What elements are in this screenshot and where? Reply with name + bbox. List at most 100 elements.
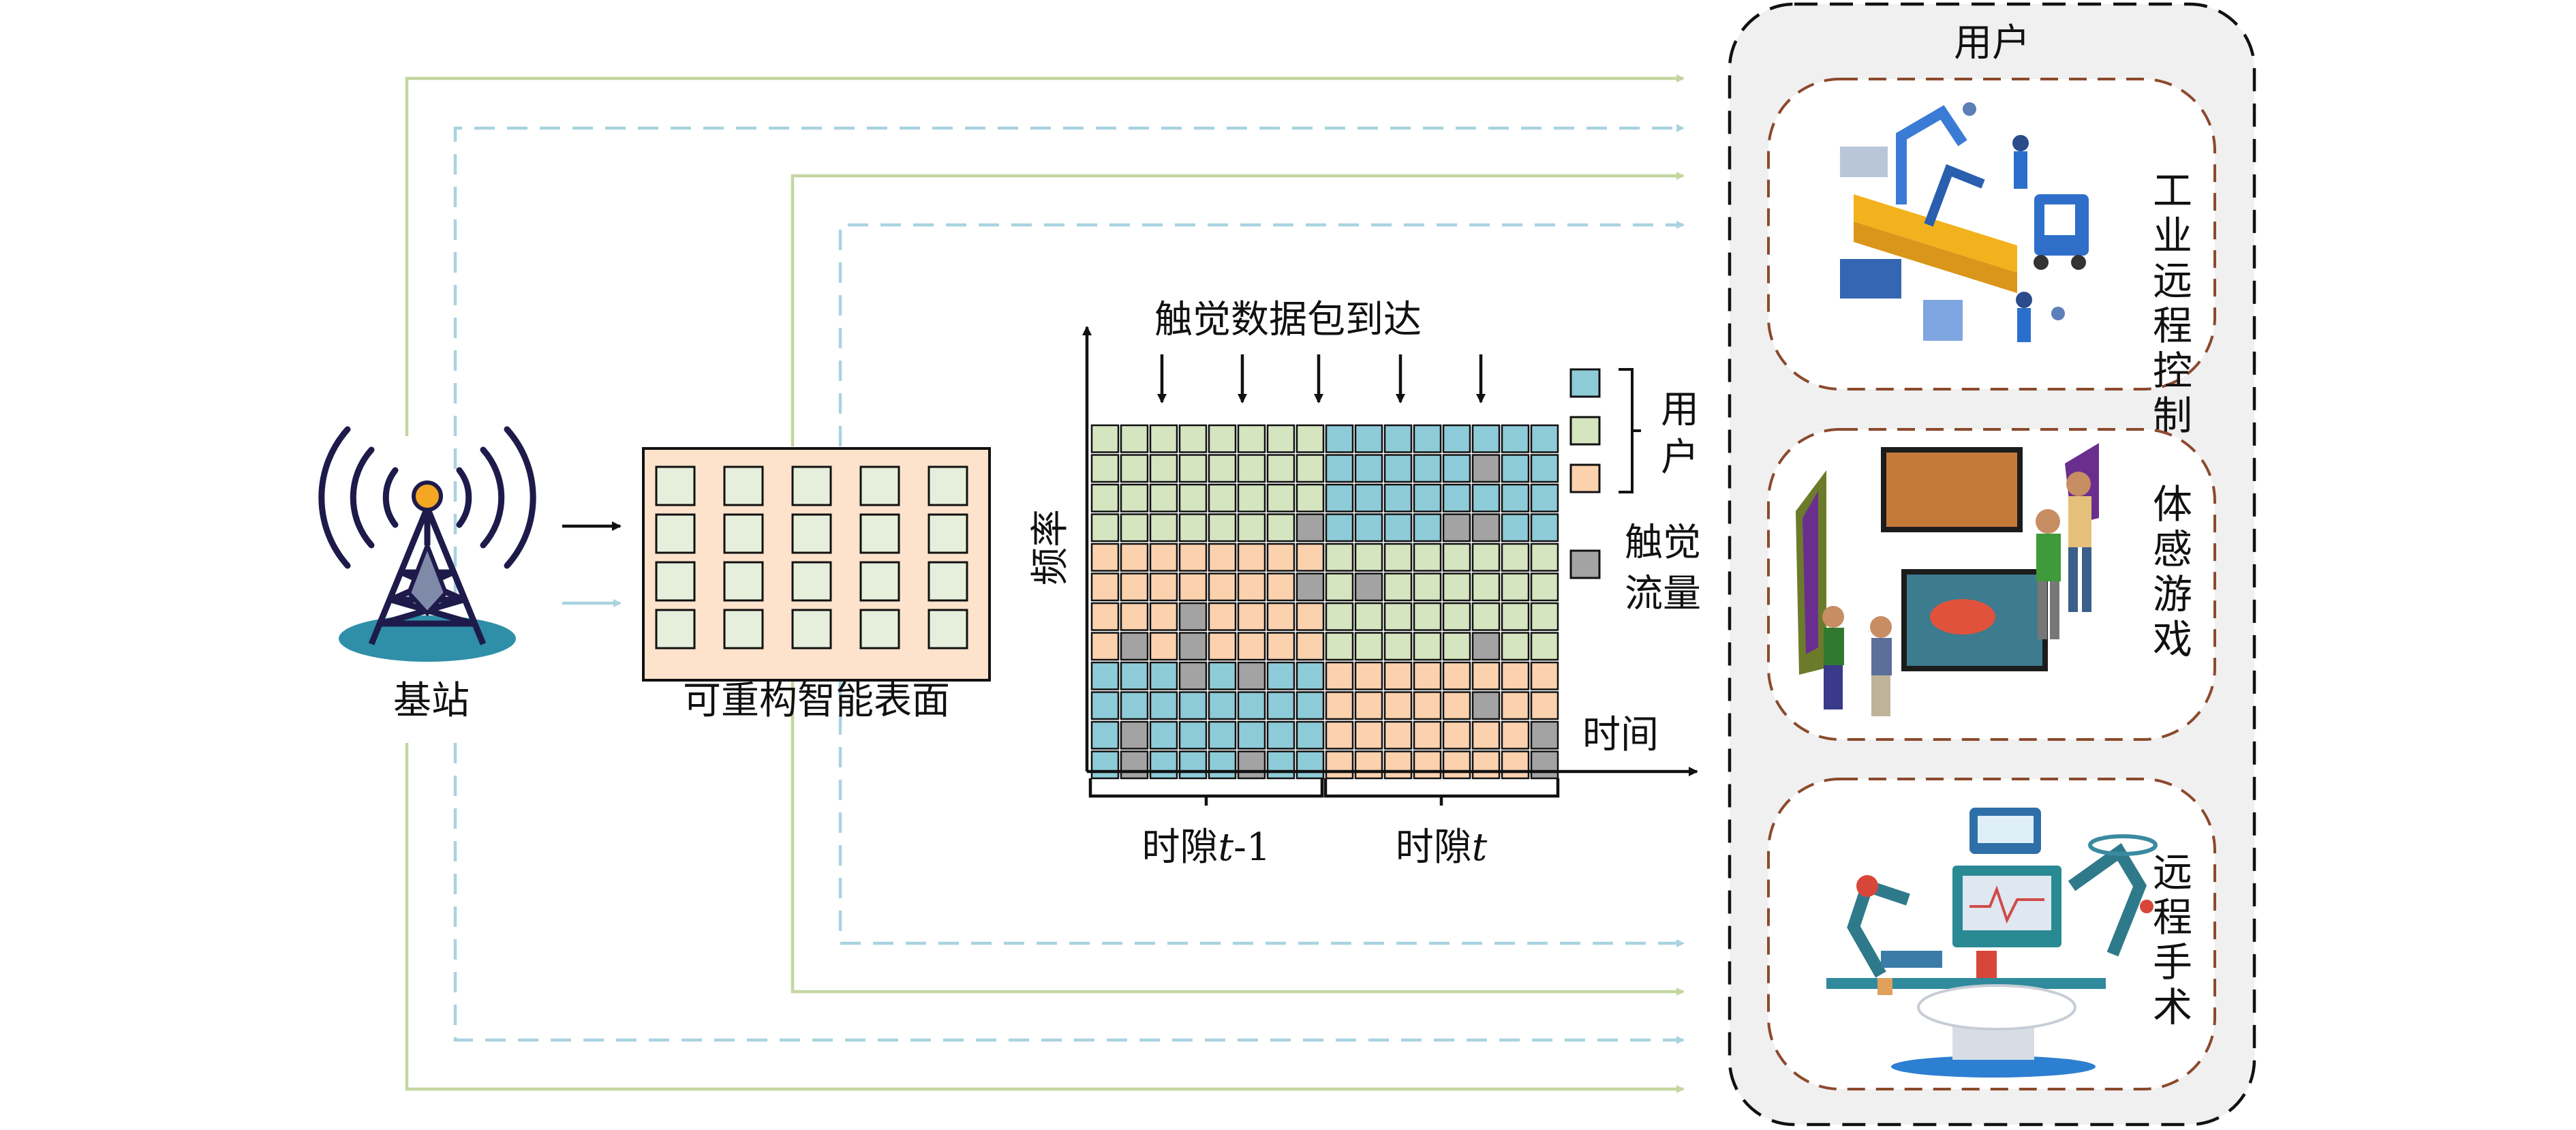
resource-cell [1295, 483, 1325, 513]
resource-cell [1501, 750, 1530, 780]
resource-cell [1383, 750, 1413, 780]
resource-cell [1090, 602, 1120, 631]
resource-cell [1442, 483, 1471, 513]
haptic-cell [1295, 513, 1325, 543]
resource-cell [1149, 661, 1178, 690]
resource-cell [1471, 720, 1501, 750]
ris-element [791, 609, 832, 650]
resource-cell [1501, 454, 1530, 483]
resource-cell [1530, 424, 1559, 453]
ris-element [927, 609, 968, 650]
resource-cell [1354, 543, 1383, 572]
resource-cell [1090, 454, 1120, 483]
resource-cell [1149, 750, 1178, 780]
users-panel-title: 用户 [1954, 21, 2030, 65]
resource-cell [1325, 691, 1354, 720]
ris-element [723, 609, 764, 650]
resource-cell [1471, 750, 1501, 780]
resource-cell [1383, 661, 1413, 690]
resource-cell [1090, 750, 1120, 780]
resource-cell [1120, 661, 1149, 690]
resource-cell [1471, 661, 1501, 690]
resource-cell [1120, 543, 1149, 572]
resource-cell [1178, 572, 1208, 602]
surgical-robot-icon [1826, 808, 2158, 1078]
resource-cell [1237, 454, 1266, 483]
resource-cell [1413, 572, 1442, 602]
resource-grid: 触觉数据包到达 频率 时间 时隙t-1 时隙t [1028, 298, 1698, 870]
resource-cell [1266, 513, 1295, 543]
resource-cell [1325, 572, 1354, 602]
resource-cell [1208, 513, 1237, 543]
resource-cell [1266, 483, 1295, 513]
resource-cell [1501, 720, 1530, 750]
resource-cell [1383, 513, 1413, 543]
resource-cell [1120, 691, 1149, 720]
legend-users-label-1: 用 [1661, 388, 1699, 432]
ris-element [859, 561, 900, 602]
factory-robot-icon [1840, 102, 2089, 342]
resource-cell [1354, 632, 1383, 661]
app-industrial-label: 工业远程控制 [2153, 168, 2192, 439]
app-industrial-remote-control: 工业远程控制 [1767, 78, 2216, 439]
resource-cell [1237, 691, 1266, 720]
base-station: 基站 [318, 426, 536, 723]
resource-cell [1090, 720, 1120, 750]
resource-cell [1501, 572, 1530, 602]
resource-cell [1354, 513, 1383, 543]
ris-link-solid-lower [791, 682, 1685, 996]
ris-element [859, 609, 900, 650]
resource-cell [1266, 454, 1295, 483]
resource-cell [1442, 632, 1471, 661]
resource-cell [1266, 661, 1295, 690]
haptic-cell [1120, 750, 1149, 780]
haptic-cell [1120, 632, 1149, 661]
resource-cell [1149, 691, 1178, 720]
resource-cell [1442, 543, 1471, 572]
resource-cell [1442, 572, 1471, 602]
haptic-cell [1295, 572, 1325, 602]
ris-elements [655, 465, 968, 650]
haptic-cell [1178, 632, 1208, 661]
resource-cell [1149, 543, 1178, 572]
resource-cell [1266, 750, 1295, 780]
resource-cell [1237, 602, 1266, 631]
resource-cell [1295, 602, 1325, 631]
resource-cell [1149, 513, 1178, 543]
ris-element [655, 561, 696, 602]
haptic-cell [1471, 454, 1501, 483]
resource-cell [1501, 483, 1530, 513]
resource-cell [1383, 720, 1413, 750]
resource-cell [1208, 572, 1237, 602]
ris-element [655, 609, 696, 650]
resource-cell [1501, 691, 1530, 720]
resource-cell [1208, 454, 1237, 483]
bs-link-dashed-upper [453, 124, 1685, 600]
resource-cell [1530, 602, 1559, 631]
ris-link-dashed-lower [838, 682, 1685, 947]
resource-cell [1413, 750, 1442, 780]
resource-cell [1120, 602, 1149, 631]
resource-cell [1090, 424, 1120, 453]
ris-panel: 可重构智能表面 [642, 447, 991, 723]
resource-cell [1325, 720, 1354, 750]
resource-cell [1178, 454, 1208, 483]
resource-cell [1120, 424, 1149, 453]
resource-cell [1413, 720, 1442, 750]
resource-cell [1383, 483, 1413, 513]
resource-cell [1325, 483, 1354, 513]
ris-element [655, 513, 696, 554]
resource-cell [1149, 720, 1178, 750]
legend-user-green [1569, 416, 1601, 446]
resource-cell [1178, 720, 1208, 750]
ris-element [723, 465, 764, 506]
ris-element [723, 561, 764, 602]
resource-cell [1383, 691, 1413, 720]
resource-cell [1149, 454, 1178, 483]
ris-element [791, 561, 832, 602]
resource-cell [1237, 513, 1266, 543]
haptic-cell [1471, 632, 1501, 661]
resource-cell [1178, 424, 1208, 453]
resource-cell [1501, 543, 1530, 572]
resource-cell [1090, 513, 1120, 543]
